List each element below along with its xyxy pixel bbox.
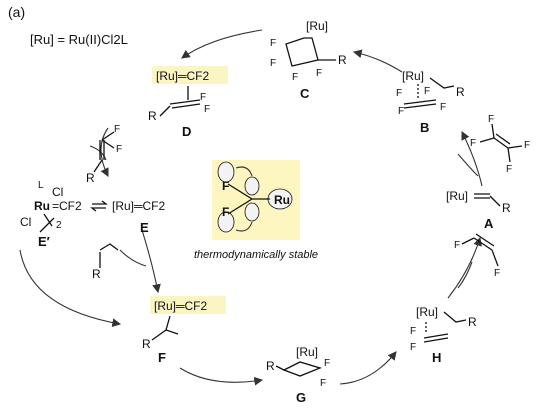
compound-h: [Ru] R F F H xyxy=(410,305,477,365)
reagent1-f1: F xyxy=(114,124,120,135)
arrow-e-to-eprime xyxy=(19,249,122,327)
arrow-reagent-in-h xyxy=(457,261,473,289)
h-r: R xyxy=(468,315,477,329)
compound-f: [Ru]═CF2 R F xyxy=(142,296,226,365)
label-c: C xyxy=(300,86,310,101)
compound-g: [Ru] R F F G xyxy=(266,345,330,405)
reagent-alkene: R xyxy=(92,243,119,281)
panel-label: (a) xyxy=(8,4,25,20)
a-ru: [Ru] xyxy=(446,189,468,203)
compound-e-prime: L Cl Ru =CF2 Cl 2 E′ xyxy=(20,180,82,249)
g-f1: F xyxy=(324,358,330,369)
f-ru-cf2: [Ru]═CF2 xyxy=(154,299,208,313)
reagent3-f2: F xyxy=(494,268,500,279)
reagent3-f1: F xyxy=(454,240,460,251)
arrow-h-to-a xyxy=(447,236,482,299)
b-f2: F xyxy=(398,106,404,117)
h-f1: F xyxy=(410,326,416,337)
label-eprime: E′ xyxy=(38,234,50,249)
arrow-g-to-h xyxy=(339,351,397,385)
reagent-difluoroalkene: F F R xyxy=(86,124,122,185)
f-r: R xyxy=(142,337,151,351)
arrow-reagent-in-e xyxy=(119,249,147,267)
orbital-top xyxy=(217,161,235,183)
b-r: R xyxy=(456,85,465,99)
label-d: D xyxy=(182,124,191,139)
arrow-e-to-f xyxy=(141,229,161,294)
g-ru: [Ru] xyxy=(296,345,318,359)
eprime-cl2: Cl xyxy=(20,215,31,229)
orbital-diagram: F F Ru thermodynamically stable xyxy=(194,160,318,261)
orbital-center-up xyxy=(244,176,260,196)
b-f3: F xyxy=(424,86,430,97)
orbital-bottom xyxy=(217,211,235,233)
compound-c: [Ru] F F F F R C xyxy=(270,19,347,101)
label-a: A xyxy=(484,216,494,231)
eprime-cl1: Cl xyxy=(52,185,63,199)
arrow-b-to-c xyxy=(352,49,403,73)
e-ru-cf2: [Ru]═CF2 xyxy=(112,199,166,213)
arrow-a-to-b xyxy=(461,131,483,187)
eprime-l: L xyxy=(38,180,44,191)
label-e: E xyxy=(140,220,149,235)
reagent4-f2: F xyxy=(488,114,494,125)
reagent-tetrafluoroethylene: F F F F xyxy=(470,114,530,175)
b-ru: [Ru] xyxy=(402,69,424,83)
reagent4-f3: F xyxy=(524,140,530,151)
arrow-c-to-d xyxy=(181,29,263,59)
label-g: G xyxy=(296,390,306,405)
a-r: R xyxy=(502,201,511,215)
ru-definition: [Ru] = Ru(II)Cl2L xyxy=(30,32,128,47)
reagent-vinylidene-fluoride: F F xyxy=(454,233,500,279)
highlight-d xyxy=(152,66,228,84)
center-caption: thermodynamically stable xyxy=(194,249,318,261)
reagent1-r: R xyxy=(86,171,95,185)
b-f4: F xyxy=(440,102,446,113)
c-f3: F xyxy=(292,72,298,83)
d-r: R xyxy=(148,109,157,123)
eprime-cf2: =CF2 xyxy=(52,199,82,213)
eprime-ru: Ru xyxy=(34,199,50,213)
orbital-ru: Ru xyxy=(274,193,290,207)
arrow-f-to-g xyxy=(179,367,264,386)
b-f1: F xyxy=(396,88,402,99)
label-f: F xyxy=(158,350,166,365)
arrow-d-to-e xyxy=(100,127,109,177)
c-f2: F xyxy=(270,58,276,69)
reagent2-r: R xyxy=(92,267,101,281)
compound-d: [Ru]═CF2 R F F D xyxy=(148,66,228,139)
eprime-two: 2 xyxy=(56,220,62,231)
d-f2: F xyxy=(204,104,210,115)
c-f1: F xyxy=(270,38,276,49)
d-ru-cf2: [Ru]═CF2 xyxy=(156,69,210,83)
reagent4-f1: F xyxy=(470,138,476,149)
equilibrium-arrows xyxy=(90,200,108,212)
d-f1: F xyxy=(200,92,206,103)
label-b: B xyxy=(420,120,429,135)
compound-b: [Ru] R F F F F B xyxy=(396,69,465,135)
reagent1-f2: F xyxy=(116,144,122,155)
orbital-center-down xyxy=(244,202,260,222)
label-h: H xyxy=(432,350,441,365)
g-r: R xyxy=(266,359,275,373)
arrow-reagent-in-a xyxy=(457,153,479,177)
h-ru: [Ru] xyxy=(416,305,438,319)
h-f2: F xyxy=(410,342,416,353)
highlight-f xyxy=(150,296,226,314)
reagent4-f4: F xyxy=(506,164,512,175)
compound-a: [Ru] R A xyxy=(446,189,511,231)
c-ru: [Ru] xyxy=(306,19,328,33)
g-f2: F xyxy=(320,378,326,389)
orbital-f-bottom: F xyxy=(222,205,229,219)
c-f4: F xyxy=(316,68,322,79)
orbital-f-top: F xyxy=(222,179,229,193)
c-r: R xyxy=(338,53,347,67)
compound-e: [Ru]═CF2 E xyxy=(112,199,166,235)
